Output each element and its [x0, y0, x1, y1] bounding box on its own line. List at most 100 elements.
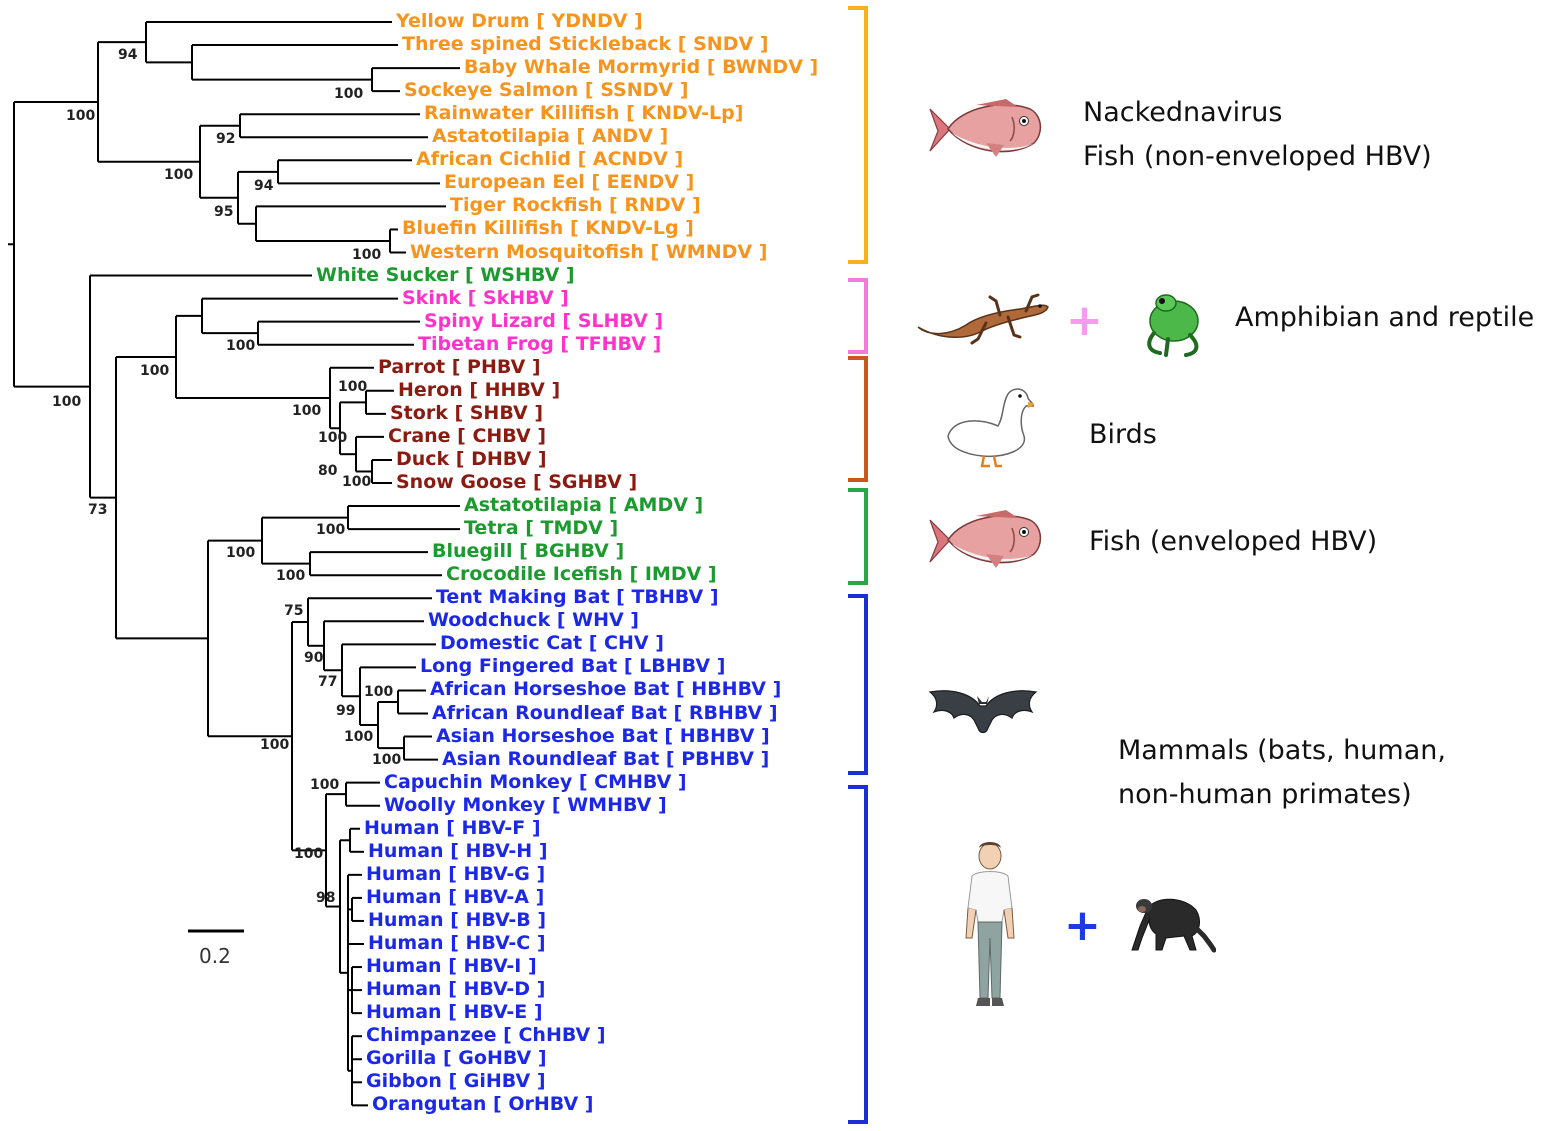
group-label-fish-enveloped: Fish (enveloped HBV)	[1089, 526, 1378, 557]
bootstrap-value: 100	[226, 545, 256, 561]
group-label-mammals-line2: non-human primates)	[1118, 779, 1412, 810]
taxon-label: Woodchuck [ WHV ]	[428, 609, 639, 632]
taxon-label: Human [ HBV-A ]	[366, 885, 545, 908]
frog-icon	[1147, 294, 1199, 357]
group-label-birds: Birds	[1089, 419, 1157, 450]
taxon-label: Gorilla [ GoHBV ]	[366, 1047, 547, 1070]
bootstrap-value: 100	[310, 777, 340, 793]
bracket-fish-enveloped	[848, 488, 868, 585]
plus-sign-primates: +	[1064, 900, 1101, 951]
taxon-label: Gibbon [ GiHBV ]	[366, 1070, 546, 1093]
bracket-bats	[848, 594, 868, 775]
bootstrap-value: 100	[276, 568, 306, 584]
taxon-label: Baby Whale Mormyrid [ BWNDV ]	[464, 56, 819, 79]
bootstrap-value: 100	[318, 430, 348, 446]
bootstrap-value: 100	[292, 403, 322, 419]
bracket-primates	[848, 785, 868, 1124]
bootstrap-value: 100	[52, 394, 82, 410]
taxon-label: Tent Making Bat [ TBHBV ]	[436, 586, 719, 609]
taxon-label: Parrot [ PHBV ]	[378, 355, 541, 378]
bootstrap-value: 100	[316, 522, 346, 538]
taxon-label: African Cichlid [ ACNDV ]	[416, 148, 684, 171]
lizard-icon	[917, 293, 1049, 345]
bootstrap-value: 100	[372, 752, 402, 768]
taxon-label: Human [ HBV-H ]	[368, 839, 548, 862]
taxon-label: Bluegill [ BGHBV ]	[432, 540, 625, 563]
plus-sign-amphibian: +	[1066, 295, 1103, 346]
group-brackets	[848, 6, 868, 1124]
fish-icon	[929, 99, 1042, 157]
taxon-label: Stork [ SHBV ]	[390, 401, 544, 424]
bracket-birds	[848, 356, 868, 482]
scale-bar-label: 0.2	[199, 944, 231, 968]
taxon-label: Western Mosquitofish [ WMNDV ]	[410, 240, 768, 263]
taxon-label: European Eel [ EENDV ]	[444, 171, 695, 194]
taxon-label: Human [ HBV-E ]	[366, 1001, 543, 1024]
taxon-label: Astatotilapia [ AMDV ]	[464, 494, 704, 517]
bootstrap-value: 90	[304, 650, 324, 666]
bat-icon	[928, 690, 1038, 734]
bootstrap-value: 94	[118, 47, 138, 63]
taxon-label: Heron [ HHBV ]	[398, 378, 561, 401]
taxon-label: African Horseshoe Bat [ HBHBV ]	[430, 678, 782, 701]
group-label-amphibian-reptile: Amphibian and reptile	[1235, 302, 1535, 333]
bootstrap-value: 100	[294, 846, 324, 862]
taxon-label: Crane [ CHBV ]	[388, 424, 547, 447]
taxon-label: Human [ HBV-I ]	[366, 955, 537, 978]
duck-icon	[947, 388, 1034, 468]
taxon-label: Orangutan [ OrHBV ]	[372, 1093, 594, 1116]
bootstrap-value: 100	[226, 338, 256, 354]
bootstrap-value: 98	[316, 890, 336, 906]
bracket-fish-nonenveloped	[848, 6, 868, 264]
bootstrap-value: 100	[140, 363, 170, 379]
group-label-fish-nonenveloped-title: Nackednavirus	[1083, 97, 1283, 128]
taxon-label: Spiny Lizard [ SLHBV ]	[424, 309, 664, 332]
taxon-label: Human [ HBV-B ]	[368, 908, 547, 931]
taxon-label: Duck [ DHBV ]	[396, 447, 547, 470]
bootstrap-value: 100	[338, 379, 368, 395]
bootstrap-value: 94	[254, 178, 274, 194]
bootstrap-value: 100	[342, 474, 372, 490]
taxon-label: Snow Goose [ SGHBV ]	[396, 471, 638, 493]
taxon-label: Bluefin Killifish [ KNDV-Lg ]	[402, 217, 694, 240]
bootstrap-value: 80	[318, 463, 338, 479]
group-label-mammals-line1: Mammals (bats, human,	[1118, 735, 1446, 766]
bootstrap-value: 95	[214, 204, 234, 220]
taxon-label: Human [ HBV-C ]	[368, 932, 546, 954]
taxon-label: African Roundleaf Bat [ RBHBV ]	[432, 701, 778, 724]
bootstrap-value: 100	[364, 684, 394, 700]
bracket-amphibian-reptile	[848, 278, 868, 354]
taxon-label: Tibetan Frog [ TFHBV ]	[418, 332, 662, 355]
bootstrap-value: 77	[318, 674, 338, 690]
taxon-label: Capuchin Monkey [ CMHBV ]	[384, 770, 687, 793]
taxon-label: White Sucker [ WSHBV ]	[316, 263, 575, 286]
group-label-fish-nonenveloped-subtitle: Fish (non-enveloped HBV)	[1083, 141, 1432, 172]
taxon-label: Three spined Stickleback [ SNDV ]	[402, 33, 769, 56]
tree-branches	[8, 21, 460, 1107]
bootstrap-value: 92	[216, 131, 236, 147]
taxon-label: Astatotilapia [ ANDV ]	[432, 125, 669, 148]
bootstrap-value: 100	[66, 108, 96, 124]
taxon-label: Woolly Monkey [ WMHBV ]	[384, 793, 667, 816]
bootstrap-value: 75	[284, 603, 304, 619]
taxon-label: Long Fingered Bat [ LBHBV ]	[420, 655, 726, 678]
taxon-label: Asian Horseshoe Bat [ HBHBV ]	[436, 724, 770, 747]
taxon-label: Sockeye Salmon [ SSNDV ]	[404, 79, 689, 102]
taxon-label: Domestic Cat [ CHV ]	[440, 632, 664, 655]
bootstrap-value: 73	[88, 502, 108, 518]
bootstrap-value: 100	[352, 247, 382, 263]
bootstrap-value: 100	[334, 86, 364, 102]
fish-icon	[929, 510, 1042, 568]
bootstrap-value: 99	[336, 703, 356, 719]
bootstrap-value: 100	[260, 737, 290, 753]
taxon-label: Skink [ SkHBV ]	[402, 286, 569, 309]
taxon-label: Crocodile Icefish [ IMDV ]	[446, 563, 717, 586]
taxon-label: Tiger Rockfish [ RNDV ]	[450, 194, 701, 217]
taxon-label: Human [ HBV-D ]	[366, 978, 546, 1001]
taxon-label: Tetra [ TMDV ]	[464, 517, 619, 540]
taxon-label: Rainwater Killifish [ KNDV-Lp]	[424, 102, 744, 125]
taxon-label: Chimpanzee [ ChHBV ]	[366, 1024, 606, 1047]
bootstrap-value: 100	[164, 167, 194, 183]
chimpanzee-icon	[1131, 898, 1216, 953]
